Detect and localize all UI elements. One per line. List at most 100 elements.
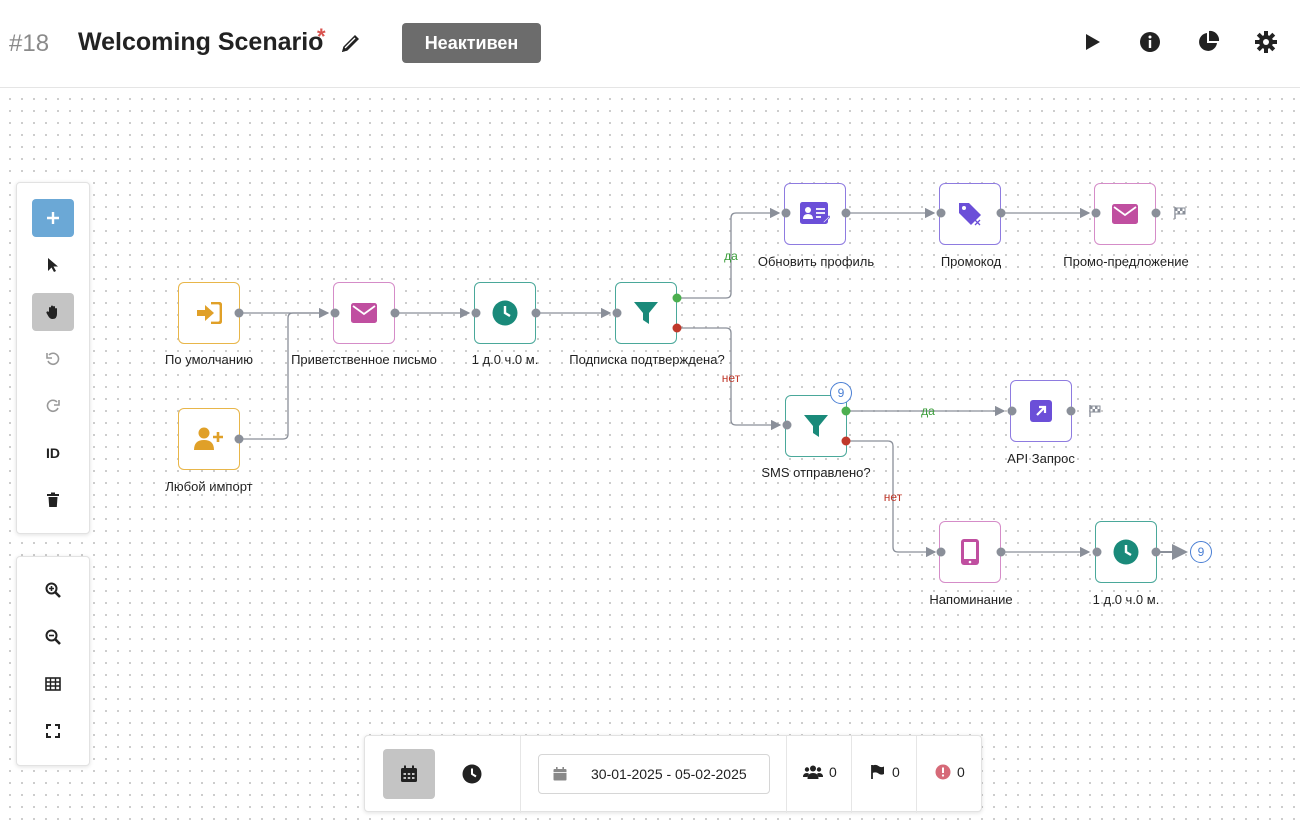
finish-flag-icon (1089, 405, 1101, 417)
finish-flag-icon (1174, 207, 1186, 219)
output-port[interactable] (234, 308, 244, 318)
input-port[interactable] (612, 308, 622, 318)
no-port[interactable] (841, 436, 851, 446)
cursor-icon (48, 258, 58, 272)
pan-tool-button[interactable] (32, 293, 74, 331)
edge-label-no: нет (883, 490, 903, 504)
error-icon (935, 764, 951, 780)
input-port[interactable] (471, 308, 481, 318)
scenario-title: Welcoming Scenario (78, 28, 324, 56)
zoom-toolbar (16, 556, 90, 766)
info-icon[interactable] (1138, 30, 1162, 54)
node-label: Подписка подтверждена? (569, 352, 725, 367)
input-port[interactable] (1007, 406, 1017, 416)
node-any-import[interactable] (178, 408, 240, 470)
unsaved-marker: * (317, 24, 326, 49)
delete-button[interactable] (32, 481, 74, 519)
trash-icon (47, 492, 59, 507)
input-port[interactable] (330, 308, 340, 318)
input-port[interactable] (781, 208, 791, 218)
id-card-icon (800, 202, 830, 224)
node-label: 1 д.0 ч.0 м. (1092, 592, 1160, 607)
redo-button[interactable] (32, 387, 74, 425)
node-reminder[interactable] (939, 521, 1001, 583)
yes-port[interactable] (841, 406, 851, 416)
input-port[interactable] (936, 547, 946, 557)
yes-port[interactable] (672, 293, 682, 303)
envelope-icon (1112, 204, 1138, 224)
input-port[interactable] (1091, 208, 1101, 218)
node-label: 1 д.0 ч.0 м. (471, 352, 539, 367)
node-api-request[interactable] (1010, 380, 1072, 442)
calendar-mode-button[interactable] (383, 749, 435, 799)
filter-icon (804, 415, 828, 437)
filter-icon (634, 302, 658, 324)
zoom-in-icon (45, 582, 61, 598)
output-port[interactable] (996, 208, 1006, 218)
select-tool-button[interactable] (32, 246, 74, 284)
pie-chart-icon[interactable] (1196, 30, 1220, 54)
node-default-entry[interactable] (178, 282, 240, 344)
edge-label-yes: да (724, 249, 738, 263)
node-promo-offer[interactable] (1094, 183, 1156, 245)
node-label: По умолчанию (165, 352, 253, 367)
edge-label-yes: да (921, 404, 935, 418)
goals-stat[interactable]: 0 (870, 764, 900, 780)
output-port[interactable] (841, 208, 851, 218)
input-port[interactable] (1092, 547, 1102, 557)
output-port[interactable] (1066, 406, 1076, 416)
realtime-mode-button[interactable] (446, 749, 498, 799)
zoom-out-icon (45, 629, 61, 645)
stats-bar: 30-01-2025 - 05-02-2025 0 0 0 (364, 735, 982, 813)
node-label: Любой импорт (165, 479, 253, 494)
user-plus-icon (194, 427, 223, 450)
users-icon (803, 765, 823, 779)
output-port[interactable] (996, 547, 1006, 557)
zoom-in-button[interactable] (32, 571, 74, 609)
output-port[interactable] (234, 434, 244, 444)
tag-icon (959, 203, 981, 226)
output-port[interactable] (531, 308, 541, 318)
add-node-button[interactable] (32, 199, 74, 237)
node-sms-filter[interactable] (785, 395, 847, 457)
pencil-icon[interactable] (339, 31, 363, 55)
contacts-count: 0 (829, 764, 837, 780)
show-id-button[interactable]: ID (32, 434, 74, 472)
input-port[interactable] (936, 208, 946, 218)
output-port[interactable] (1151, 208, 1161, 218)
clock-icon (492, 300, 518, 326)
clock-icon (1113, 539, 1139, 565)
table-icon (45, 677, 61, 691)
undo-icon (46, 352, 60, 366)
separator (916, 736, 917, 813)
node-promocode[interactable] (939, 183, 1001, 245)
undo-button[interactable] (32, 340, 74, 378)
node-label: Промокод (940, 254, 1002, 269)
node-label: Обновить профиль (757, 254, 875, 269)
node-delay-2[interactable] (1095, 521, 1157, 583)
node-label: Промо-предложение (1063, 254, 1189, 269)
status-badge[interactable]: Неактивен (402, 23, 541, 63)
output-port[interactable] (1151, 547, 1161, 557)
errors-stat[interactable]: 0 (935, 764, 965, 780)
separator (851, 736, 852, 813)
flag-icon (871, 764, 884, 779)
gear-icon[interactable] (1254, 30, 1278, 54)
node-delay-1[interactable] (474, 282, 536, 344)
edge-label-no: нет (721, 371, 741, 385)
contacts-stat[interactable]: 0 (803, 764, 837, 780)
node-update-profile[interactable] (784, 183, 846, 245)
fit-screen-button[interactable] (32, 712, 74, 750)
play-icon[interactable] (1080, 30, 1104, 54)
redo-icon (46, 399, 60, 413)
node-subscribed-filter[interactable] (615, 282, 677, 344)
node-welcome-email[interactable] (333, 282, 395, 344)
no-port[interactable] (672, 323, 682, 333)
zoom-out-button[interactable] (32, 618, 74, 656)
grid-button[interactable] (32, 665, 74, 703)
node-label: SMS отправлено? (761, 465, 871, 480)
date-range-picker[interactable]: 30-01-2025 - 05-02-2025 (538, 754, 770, 794)
output-port[interactable] (390, 308, 400, 318)
goto-node-badge[interactable]: 9 (1190, 541, 1212, 563)
input-port[interactable] (782, 420, 792, 430)
